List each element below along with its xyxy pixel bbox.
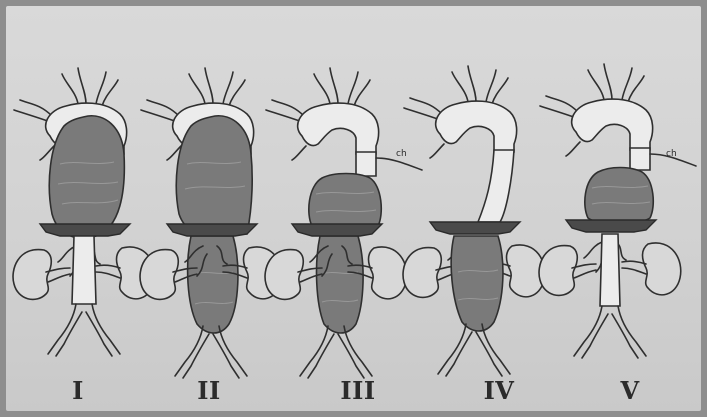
abdominal-aneurysm xyxy=(451,236,503,331)
aorta-type-II xyxy=(140,68,282,378)
aorta-type-V: ch xyxy=(539,64,696,358)
label-type-V: V xyxy=(620,376,639,405)
figure-page: ch ch I II III xyxy=(6,6,701,411)
aneurysm-sac xyxy=(176,116,252,235)
label-type-I: I xyxy=(72,376,84,405)
label-type-IV: IV xyxy=(484,376,515,405)
aorta-type-IV xyxy=(403,66,545,376)
aortic-aneurysm-types-diagram: ch ch xyxy=(6,6,701,411)
label-ch: ch xyxy=(396,149,407,159)
aneurysm-sac xyxy=(309,174,381,233)
aorta-type-I xyxy=(13,68,155,356)
label-type-II: II xyxy=(197,376,220,405)
aneurysm-sac xyxy=(585,168,653,225)
aneurysm-sac xyxy=(49,116,124,238)
label-type-III: III xyxy=(340,376,375,405)
aorta-type-III: ch xyxy=(265,68,422,378)
label-ch: ch xyxy=(666,149,677,159)
abdominal-aneurysm xyxy=(317,236,364,333)
